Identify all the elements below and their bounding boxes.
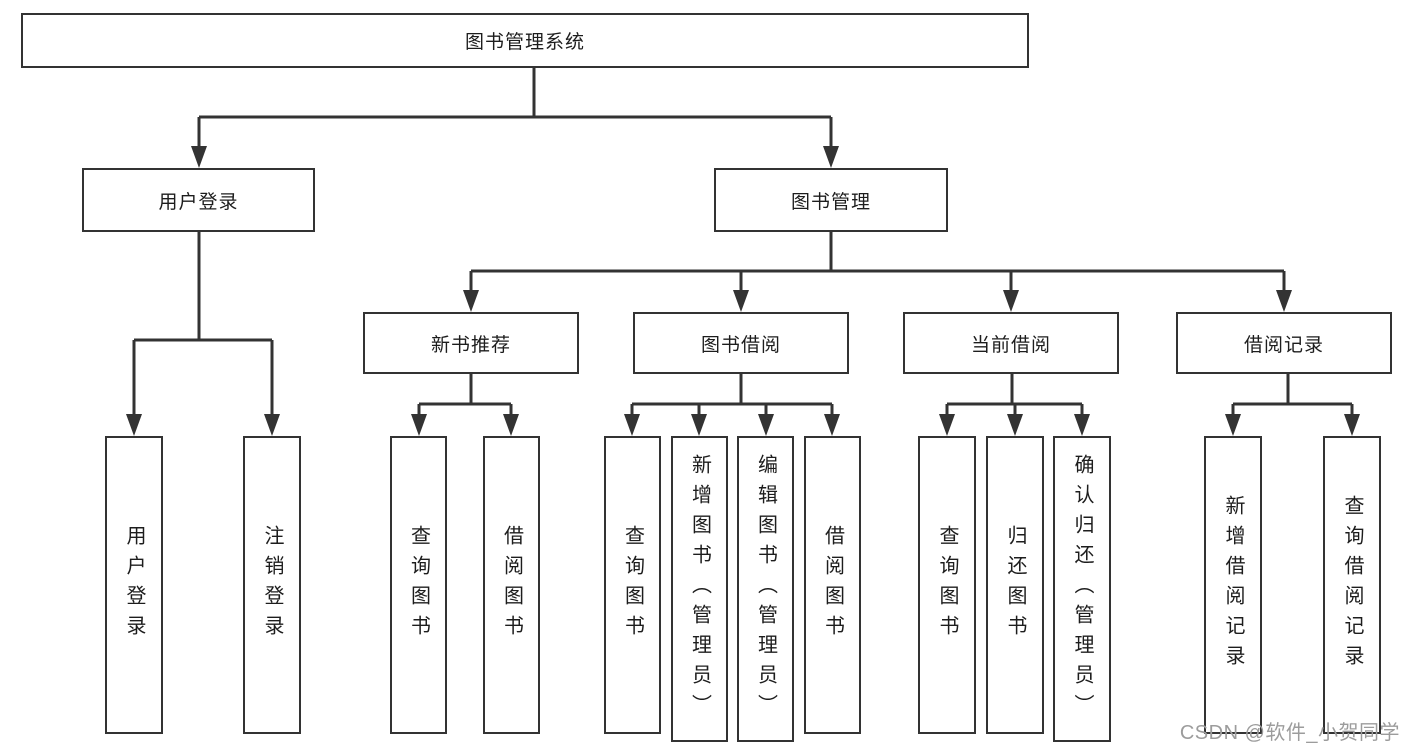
node-current-borrow-label: 当前借阅 xyxy=(970,334,1051,356)
node-root: 图书管理系统 xyxy=(21,13,1029,68)
leaf-query-books-a-label: 查询图书 xyxy=(407,525,430,645)
leaf-query-books-c: 查询图书 xyxy=(918,436,976,734)
leaf-query-borrow-record-label: 查询借阅记录 xyxy=(1341,495,1363,675)
node-book-borrow-label: 图书借阅 xyxy=(700,334,781,356)
leaf-borrow-books-a: 借阅图书 xyxy=(483,436,540,734)
leaf-edit-books-admin: 编辑图书（管理员） xyxy=(737,436,794,742)
leaf-confirm-return-admin-label: 确认归还（管理员） xyxy=(1071,454,1093,724)
leaf-add-borrow-record: 新增借阅记录 xyxy=(1204,436,1262,734)
node-book-management: 图书管理 xyxy=(714,168,948,232)
leaf-user-login-label: 用户登录 xyxy=(123,525,145,645)
leaf-query-books-c-label: 查询图书 xyxy=(936,525,958,645)
leaf-confirm-return-admin: 确认归还（管理员） xyxy=(1053,436,1111,742)
leaf-query-books-b-label: 查询图书 xyxy=(621,525,644,645)
leaf-logout-login: 注销登录 xyxy=(243,436,301,734)
watermark: CSDN @软件_小贺同学 xyxy=(1179,722,1400,744)
leaf-add-borrow-record-label: 新增借阅记录 xyxy=(1222,495,1244,675)
leaf-borrow-books-a-label: 借阅图书 xyxy=(500,525,523,645)
node-user-login-label: 用户登录 xyxy=(158,191,239,213)
leaf-user-login: 用户登录 xyxy=(105,436,163,734)
leaf-query-books-a: 查询图书 xyxy=(390,436,447,734)
leaf-return-books: 归还图书 xyxy=(986,436,1044,734)
leaf-query-borrow-record: 查询借阅记录 xyxy=(1323,436,1381,734)
leaf-add-books-admin: 新增图书（管理员） xyxy=(671,436,728,742)
leaf-add-books-admin-label: 新增图书（管理员） xyxy=(688,454,711,724)
leaf-borrow-books-b: 借阅图书 xyxy=(804,436,861,734)
node-new-book-recommend-label: 新书推荐 xyxy=(430,334,511,356)
node-new-book-recommend: 新书推荐 xyxy=(363,312,579,374)
node-book-management-label: 图书管理 xyxy=(790,191,871,213)
leaf-return-books-label: 归还图书 xyxy=(1004,525,1026,645)
node-borrow-records-label: 借阅记录 xyxy=(1243,334,1324,356)
node-current-borrow: 当前借阅 xyxy=(903,312,1119,374)
node-borrow-records: 借阅记录 xyxy=(1176,312,1392,374)
leaf-borrow-books-b-label: 借阅图书 xyxy=(821,525,844,645)
leaf-edit-books-admin-label: 编辑图书（管理员） xyxy=(754,454,777,724)
leaf-query-books-b: 查询图书 xyxy=(604,436,661,734)
node-root-label: 图书管理系统 xyxy=(464,32,585,53)
leaf-logout-login-label: 注销登录 xyxy=(261,525,283,645)
node-user-login: 用户登录 xyxy=(82,168,315,232)
node-book-borrow: 图书借阅 xyxy=(633,312,849,374)
